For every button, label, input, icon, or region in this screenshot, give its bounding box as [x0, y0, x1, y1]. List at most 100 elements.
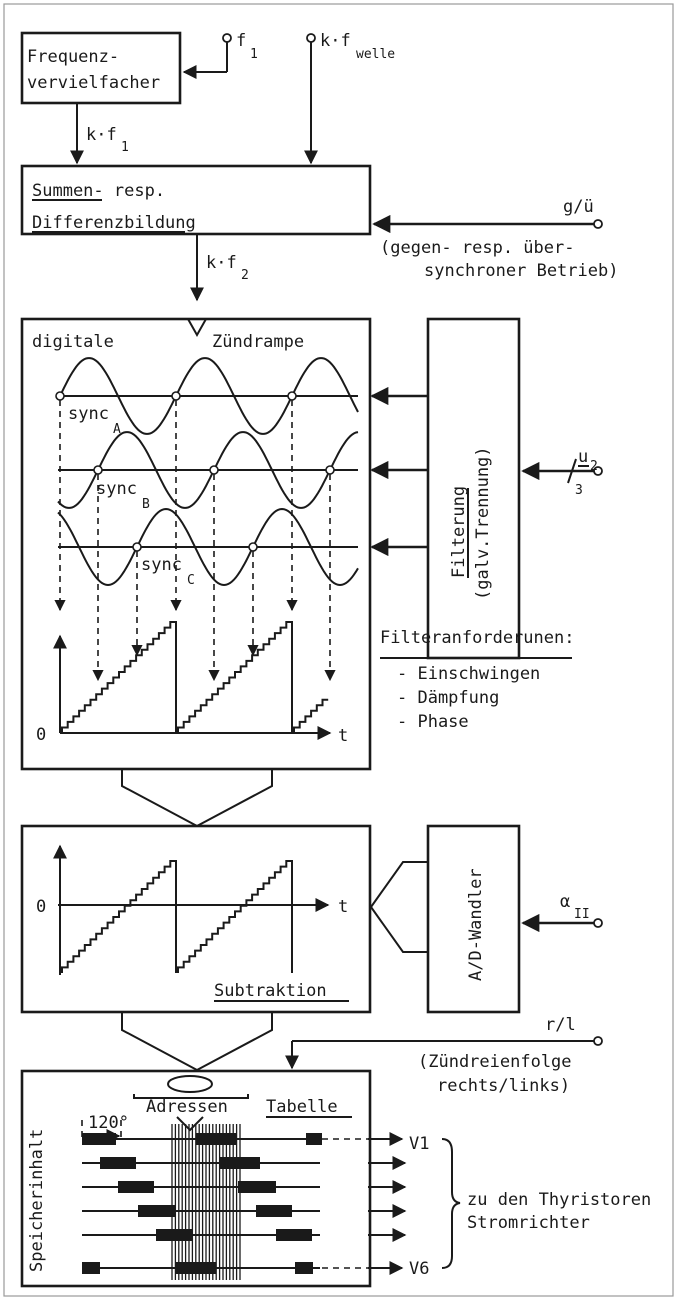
sum-rest: resp.: [104, 181, 165, 201]
u2-label: u: [578, 447, 588, 467]
pulse-bar: [118, 1181, 154, 1193]
input-f1: f 1: [182, 31, 258, 79]
sine-phase-c: [57, 507, 359, 587]
input-gue: g/ü (gegen- resp. über- synchroner Betri…: [372, 197, 618, 281]
freq-line2: vervielfacher: [27, 73, 160, 93]
filter-word: Filterung: [449, 486, 469, 578]
rl-note2: rechts/links): [437, 1076, 570, 1096]
subtraction-block: 0 t Subtraktion: [20, 824, 372, 1014]
terminal-alpha: [593, 918, 603, 928]
address-loop: [167, 1075, 213, 1093]
pulse-bar: [276, 1229, 312, 1241]
sync-b-label: sync: [96, 479, 137, 499]
svg-text:Summen- resp.: Summen- resp.: [32, 181, 165, 201]
sync-marker: [287, 391, 297, 401]
pulse-bar: [138, 1205, 176, 1217]
output-brace: [441, 1138, 461, 1269]
alpha-label: α: [560, 892, 570, 912]
thyristor-outputs: [322, 1132, 407, 1275]
f1-sub: 1: [250, 47, 258, 62]
requirement-item: - Dämpfung: [397, 688, 499, 708]
table-pulse-bars: [82, 1133, 322, 1274]
ramp-time-label: t: [338, 726, 348, 746]
sync-markers: [54, 391, 336, 682]
ramp-left-label: digitale: [32, 332, 114, 352]
kf2-sub: 2: [241, 268, 249, 283]
gue-note1: (gegen- resp. über-: [380, 238, 574, 258]
input-alpha: α II: [521, 892, 603, 933]
kf1-label: k·f: [86, 125, 117, 145]
ad-connector: [370, 861, 428, 953]
sum-word: Summen-: [32, 181, 104, 201]
sync-a-sub: A: [113, 422, 121, 437]
input-rl: r/l (Zündreienfolge rechts/links): [285, 1015, 603, 1096]
sine-phase-b: [57, 431, 359, 509]
ramp-zero-label: 0: [36, 725, 46, 745]
sub-zero-label: 0: [36, 897, 46, 917]
output-note1: zu den Thyristoren: [467, 1190, 651, 1210]
pulse-bar: [196, 1133, 236, 1145]
alpha-sub: II: [574, 907, 590, 922]
ramp-right-label: Zündrampe: [212, 332, 304, 352]
sync-marker: [55, 391, 65, 401]
pulse-bar: [220, 1157, 260, 1169]
terminal-rl: [593, 1036, 603, 1046]
diff-word: Differenzbildung: [32, 213, 196, 233]
pulse-bar: [156, 1229, 192, 1241]
requirement-item: - Einschwingen: [397, 664, 540, 684]
filter-block: Filterung (galv.Trennung): [370, 317, 521, 660]
requirements-title: Filteranforderunen:: [380, 628, 574, 648]
sine-phase-a: [57, 357, 359, 435]
sync-b-sub: B: [142, 497, 150, 512]
sync-c-sub: C: [187, 573, 195, 588]
angle-label: 120°: [88, 1113, 129, 1133]
rl-label: r/l: [545, 1015, 576, 1035]
bus-funnel: [121, 1013, 273, 1072]
sync-a-label: sync: [68, 404, 109, 424]
gue-label: g/ü: [563, 197, 594, 217]
sync-marker: [171, 391, 181, 401]
terminal-fwelle: [306, 33, 316, 43]
rl-note1: (Zündreienfolge: [418, 1052, 572, 1072]
bus-funnel: [121, 769, 273, 828]
frequency-multiplier-block: Frequenz- vervielfacher: [20, 31, 182, 105]
phase-count: 3: [575, 483, 583, 498]
sync-marker: [248, 542, 258, 552]
pulse-bar: [176, 1262, 216, 1274]
kf1-sub: 1: [121, 140, 129, 155]
adressen-label: Adressen: [146, 1097, 228, 1117]
sync-marker: [132, 542, 142, 552]
sync-c-label: sync: [141, 555, 182, 575]
pulse-bar: [100, 1157, 136, 1169]
v6-label: V6: [409, 1259, 429, 1279]
ad-label: A/D-Wandler: [466, 868, 486, 981]
f1-label: f: [236, 31, 246, 51]
v1-label: V1: [409, 1134, 429, 1154]
pulse-bar: [306, 1133, 322, 1145]
requirement-item: - Phase: [397, 712, 469, 732]
pulse-bar: [238, 1181, 276, 1193]
table-block: Adressen Tabelle Speicherinhalt 120°: [20, 1069, 372, 1288]
gue-note2: synchroner Betrieb): [424, 261, 618, 281]
pulse-bar: [295, 1262, 313, 1274]
sub-time-label: t: [338, 897, 348, 917]
signal-kf1: k·f 1: [70, 103, 129, 165]
page-frame: [3, 3, 674, 1297]
ramp-block: digitale Zündrampe sync A sync B sync C …: [20, 317, 372, 771]
digital-ramp-staircase: [61, 621, 329, 733]
tabelle-label: Tabelle: [266, 1097, 338, 1117]
sync-marker: [93, 465, 103, 475]
sync-marker: [325, 465, 335, 475]
address-window-hatching: [171, 1124, 241, 1280]
sum-difference-block: Summen- resp. Differenzbildung: [20, 164, 372, 236]
kf2-label: k·f: [206, 253, 237, 273]
freq-line1: Frequenz-: [27, 47, 119, 67]
signal-kf2: k·f 2: [190, 234, 249, 302]
ad-converter-block: A/D-Wandler: [426, 824, 521, 1014]
output-note2: Stromrichter: [467, 1213, 590, 1233]
pulse-bar: [82, 1133, 116, 1145]
pulse-bar: [82, 1262, 100, 1274]
fwelle-sub: welle: [356, 47, 395, 62]
